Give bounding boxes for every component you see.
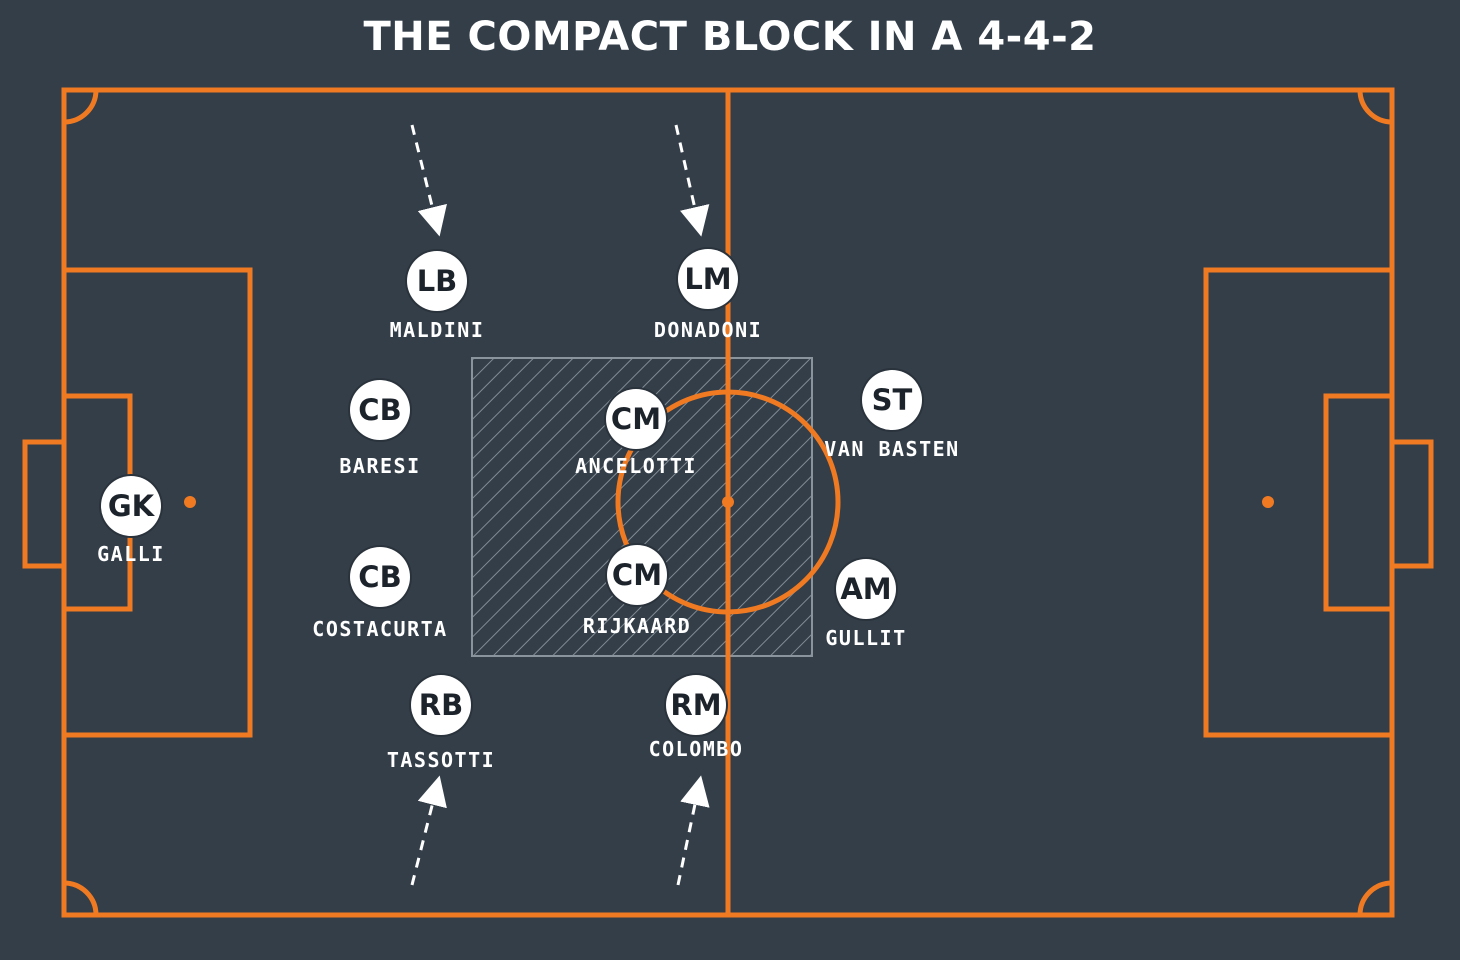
player-role-token: CB [350, 547, 410, 607]
player-role-token: RM [666, 675, 726, 735]
player-name-label: TASSOTTI [386, 748, 496, 772]
player-role-token: RB [411, 675, 471, 735]
right-penalty-area [1203, 267, 1395, 738]
left-goal [22, 439, 67, 569]
player-role-token: ST [862, 370, 922, 430]
player-name-label: RIJKAARD [582, 614, 692, 638]
player-name-label: COSTACURTA [312, 617, 448, 641]
right-goal [1389, 439, 1434, 569]
arrow-tassotti [410, 775, 447, 886]
center-circle [615, 389, 841, 615]
player-role-token: CM [607, 545, 667, 605]
player-name-label: MALDINI [389, 318, 485, 342]
movement-arrows [410, 124, 710, 886]
player-role-token: AM [836, 559, 896, 619]
player-role-token: LM [678, 249, 738, 309]
player-role-token: GK [101, 476, 161, 536]
player-name-label: VAN BASTEN [824, 437, 960, 461]
corner-arc-bottom-left [63, 880, 99, 916]
corner-arc-bottom-right [1357, 880, 1393, 916]
corner-arc-top-right [1357, 89, 1393, 125]
player-role-token: CB [350, 380, 410, 440]
player-name-label: DONADONI [653, 318, 763, 342]
player-name-label: GULLIT [825, 626, 907, 650]
arrow-colombo [676, 775, 710, 886]
arrow-donadoni [674, 124, 710, 237]
player-name-label: ANCELOTTI [575, 454, 697, 478]
diagram-title: THE COMPACT BLOCK IN A 4-4-2 [363, 14, 1097, 60]
left-penalty-spot [184, 496, 196, 508]
right-six-yard-box [1323, 393, 1395, 612]
player-role-token: CM [606, 389, 666, 449]
player-role-token: LB [407, 251, 467, 311]
player-name-label: COLOMBO [648, 737, 744, 761]
player-name-label: GALLI [97, 542, 165, 566]
right-penalty-spot [1262, 496, 1274, 508]
player-name-label: BARESI [339, 454, 421, 478]
center-spot [722, 496, 734, 508]
corner-arc-top-left [63, 89, 99, 125]
arrow-maldini [410, 124, 447, 237]
